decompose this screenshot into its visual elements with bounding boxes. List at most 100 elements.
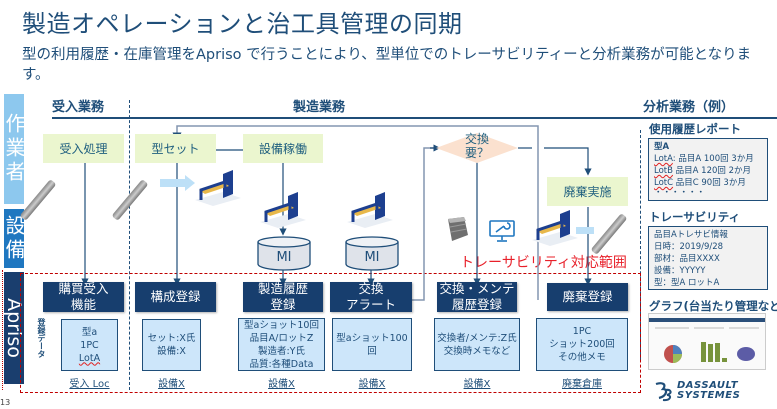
header-rule <box>52 117 777 119</box>
apriso-function-exchange-alert: 交換アラート <box>330 281 412 312</box>
data-line: 型a <box>81 326 98 338</box>
data-line: 交換時メモなど <box>443 345 511 357</box>
traceability-line: 部材：品目XXXX <box>654 254 720 264</box>
usage-report-ellipsis: ・・・・・・ <box>654 188 706 198</box>
left-red-dots <box>2 270 4 390</box>
location-link-equipment[interactable]: 設備X <box>158 379 185 390</box>
data-line: 製造者:Y氏 <box>257 345 305 357</box>
discard-move-bar <box>576 227 594 234</box>
mold-block-icon <box>448 217 468 241</box>
mi-label: MI <box>276 250 292 265</box>
section-analysis: 分析業務（例） <box>643 100 735 115</box>
lane-apriso: Apriso <box>3 272 25 384</box>
decision-text: 交換 要？ <box>456 132 498 160</box>
decision-line2: 要？ <box>464 146 489 160</box>
data-box-configuration: セット:X氏 設備:X <box>142 319 201 371</box>
mi-database-icon <box>345 236 399 271</box>
page-subtitle: 型の利用履歴・在庫管理をApriso で行うことにより、型単位でのトレーサビリテ… <box>22 47 752 83</box>
traceability-scope-box <box>20 273 641 393</box>
logo-line2: SYSTEMES <box>677 390 741 401</box>
location-link-equipment[interactable]: 設備X <box>268 379 295 390</box>
thumbnail-bar <box>701 342 706 362</box>
data-line: 1PC <box>572 326 592 337</box>
lane-equipment-label: 設備 <box>2 214 26 263</box>
data-line: その他メモ <box>558 352 606 363</box>
usage-report-title: 使用履歴レポート <box>649 122 741 136</box>
step-discard: 廃棄実施 <box>547 177 628 206</box>
usage-report-row: LotA: 品目A 100回 3か月 <box>654 153 762 165</box>
machine-icon <box>532 210 578 246</box>
lot-detail: 品目A 120回 2か月 <box>672 166 752 176</box>
traceability-line: 設備：YYYYY <box>654 266 706 276</box>
thumbnail-ellipse <box>737 347 755 361</box>
data-line: 1PC <box>80 339 99 351</box>
traceability-scope-label: トレーサビリティ対応範囲 <box>460 255 627 271</box>
section-receiving: 受入業務 <box>52 100 105 115</box>
data-box-maintenance: 交換者/メンテ:Z氏 交換時メモなど <box>434 318 520 371</box>
data-box-exchange-alert: 型aショット100回 <box>332 318 412 371</box>
apriso-function-manufacturing-history: 製造履歴登録 <box>243 281 323 312</box>
lane-worker: 作業者 <box>2 94 26 204</box>
usage-report-row: LotC 品目C 90回 3か月 <box>654 177 762 189</box>
lot-label: LotA <box>654 154 673 164</box>
usage-report-box: 型A LotA: 品目A 100回 3か月 LotB 品目A 120回 2か月 … <box>648 138 768 201</box>
usage-report-row: LotB 品目A 120回 2か月 <box>654 165 762 177</box>
function-line2: 登録 <box>270 297 296 312</box>
data-line: 品質:各種Data <box>249 358 314 370</box>
section-manufacturing: 製造業務 <box>293 100 346 115</box>
location-link-equipment[interactable]: 設備X <box>358 379 386 390</box>
move-arrow-head <box>185 175 195 191</box>
function-line1: 廃棄登録 <box>562 289 613 304</box>
mi-label: MI <box>364 250 380 265</box>
data-line: ショット200回 <box>549 339 615 350</box>
function-line2: 機能 <box>70 297 96 312</box>
lane-worker-label: 作業者 <box>2 113 26 185</box>
function-line1: 製造履歴 <box>257 281 308 296</box>
function-line2: 履歴登録 <box>451 297 502 312</box>
location-link-equipment[interactable]: 設備X <box>463 379 491 390</box>
function-line1: 交換 <box>358 281 384 296</box>
graph-title: グラフ(台当たり管理など) <box>649 299 777 313</box>
apriso-function-purchase-receiving: 購買受入機能 <box>43 281 124 312</box>
thumbnail-bar <box>722 358 727 362</box>
data-box-purchase: 型a 1PC LotA <box>61 319 118 371</box>
function-line1: 購買受入 <box>58 281 109 296</box>
location-link-disposal-warehouse[interactable]: 廃棄倉庫 <box>562 379 602 390</box>
traceability-title: トレーサビリティ <box>649 210 741 224</box>
flow-alert-to-decision <box>412 147 436 301</box>
location-link-receiving[interactable]: 受入 Loc <box>69 379 110 390</box>
maintenance-monitor-icon <box>489 220 515 242</box>
loop-back-line <box>172 125 539 300</box>
data-box-discard: 1PC ショット200回 その他メモ <box>536 318 628 371</box>
data-line: 型aショット10回 <box>244 319 319 331</box>
machine-icon <box>195 170 241 206</box>
data-box-manufacturing: 型aショット10回 品目A/ロットZ 製造者:Y氏 品質:各種Data <box>238 318 325 371</box>
separator-analysis <box>640 130 641 360</box>
traceability-box: 品目Aトレサビ情報 日時：2019/9/28 部材：品目XXXX 設備：YYYY… <box>648 226 768 290</box>
dassault-logo: DASSAULT SYSTEMES <box>653 380 740 402</box>
logo-line1: DASSAULT <box>677 380 739 391</box>
machine-icon <box>260 192 306 228</box>
apriso-function-discard-registration: 廃棄登録 <box>547 283 628 311</box>
decision-line1: 交換 <box>464 132 489 146</box>
usage-report-heading: 型A <box>654 142 670 152</box>
mi-database-icon <box>257 236 311 271</box>
apriso-function-configuration: 構成登録 <box>135 282 216 312</box>
lot-detail: : 品目A 100回 3か月 <box>672 154 754 164</box>
lane-equipment: 設備 <box>2 209 26 268</box>
data-line: 品目A/ロットZ <box>249 332 314 344</box>
step-equipment-run: 設備稼働 <box>243 134 323 163</box>
graph-thumbnail <box>648 313 766 370</box>
page-title: 製造オペレーションと治工具管理の同期 <box>22 10 463 38</box>
lot-label: LotC <box>654 178 674 188</box>
traceability-line: 品目Aトレサビ情報 <box>654 230 728 240</box>
step-mold-set: 型セット <box>135 134 216 163</box>
machine-icon <box>347 192 393 228</box>
function-line1: 交換・メンテ <box>439 281 515 296</box>
step-receiving: 受入処理 <box>43 134 124 163</box>
function-line2: アラート <box>345 297 396 312</box>
lot-detail: 品目C 90回 3か月 <box>673 178 746 188</box>
data-line: 交換者/メンテ:Z氏 <box>437 332 517 344</box>
traceability-line: 型：型A ロットA <box>654 278 720 288</box>
